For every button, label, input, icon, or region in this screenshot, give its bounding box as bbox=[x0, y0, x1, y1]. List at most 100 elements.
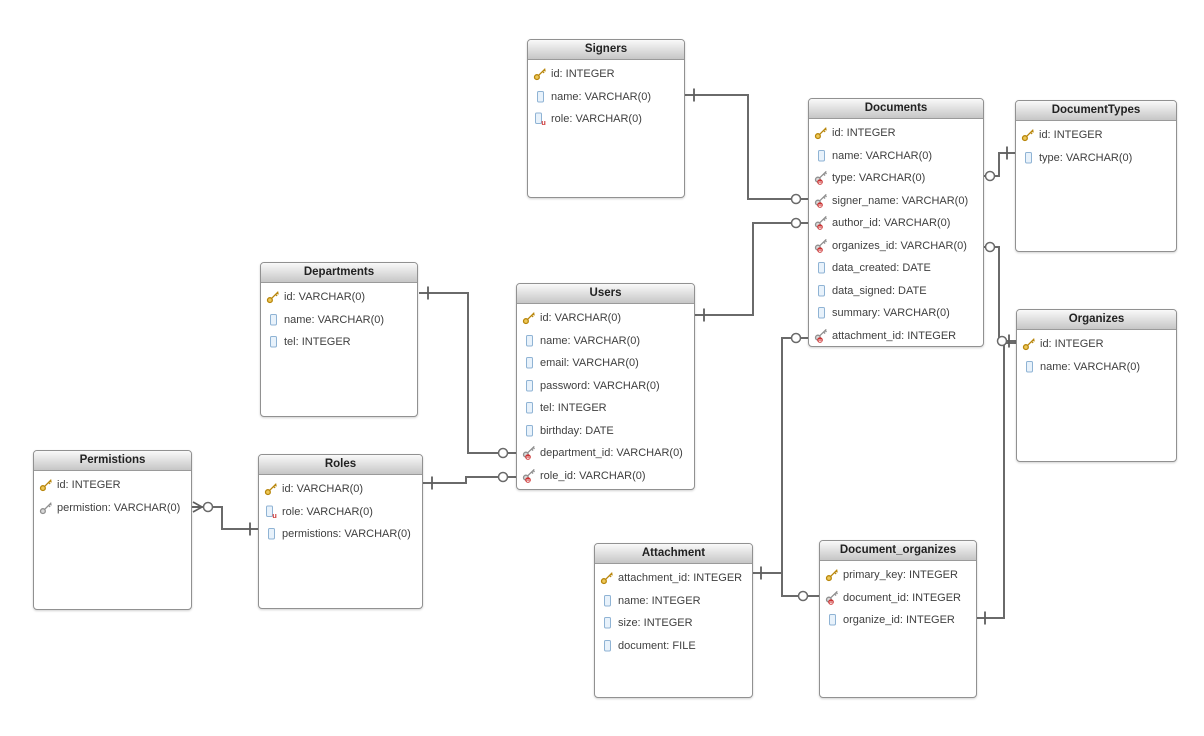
table-field-row[interactable]: email: VARCHAR(0) bbox=[517, 352, 694, 375]
field-label: password: VARCHAR(0) bbox=[540, 379, 660, 392]
primary-key-icon bbox=[533, 67, 547, 81]
cardinality-zero-icon bbox=[497, 447, 509, 459]
table-field-row[interactable]: id: VARCHAR(0) bbox=[261, 286, 417, 309]
field-label: document_id: INTEGER bbox=[843, 591, 961, 604]
table-header[interactable]: Departments bbox=[261, 263, 417, 283]
column-icon bbox=[825, 613, 839, 627]
table-header[interactable]: DocumentTypes bbox=[1016, 101, 1176, 121]
column-icon bbox=[814, 284, 828, 298]
relationship-line[interactable] bbox=[423, 476, 516, 484]
cardinality-zero-icon bbox=[984, 170, 996, 182]
table-field-row[interactable]: data_signed: DATE bbox=[809, 280, 983, 303]
field-label: id: INTEGER bbox=[551, 68, 615, 81]
table-field-row[interactable]: birthday: DATE bbox=[517, 420, 694, 443]
primary-key-icon bbox=[266, 290, 280, 304]
table-field-row[interactable]: attachment_id: INTEGER bbox=[595, 567, 752, 590]
cardinality-zero-icon bbox=[797, 590, 809, 602]
table-header[interactable]: Attachment bbox=[595, 544, 752, 564]
table-field-row[interactable]: document: FILE bbox=[595, 635, 752, 658]
table-field-row[interactable]: id: INTEGER bbox=[34, 474, 191, 497]
table-field-row[interactable]: permistions: VARCHAR(0) bbox=[259, 523, 422, 546]
table-header[interactable]: Roles bbox=[259, 455, 422, 475]
table-header[interactable]: Signers bbox=[528, 40, 684, 60]
table-field-row[interactable]: id: INTEGER bbox=[528, 63, 684, 86]
field-label: name: VARCHAR(0) bbox=[284, 313, 385, 326]
field-label: tel: INTEGER bbox=[284, 336, 351, 349]
unique-icon: u bbox=[264, 505, 278, 519]
table-field-row[interactable]: id: VARCHAR(0) bbox=[517, 307, 694, 330]
table-field-row[interactable]: name: VARCHAR(0) bbox=[517, 330, 694, 353]
relationship-line[interactable] bbox=[192, 506, 258, 530]
relationship-line[interactable] bbox=[685, 94, 808, 200]
column-icon bbox=[522, 424, 536, 438]
table-field-row[interactable]: id: INTEGER bbox=[809, 122, 983, 145]
table-field-row[interactable]: data_created: DATE bbox=[809, 257, 983, 280]
field-label: name: VARCHAR(0) bbox=[1040, 360, 1141, 373]
cardinality-zero-icon bbox=[996, 335, 1008, 347]
table-field-row[interactable]: tel: INTEGER bbox=[517, 397, 694, 420]
relationship-line[interactable] bbox=[977, 342, 1016, 619]
table-header[interactable]: Organizes bbox=[1017, 310, 1176, 330]
table-field-row[interactable]: size: INTEGER bbox=[595, 612, 752, 635]
table-field-row[interactable]: name: INTEGER bbox=[595, 590, 752, 613]
table-header[interactable]: Document_organizes bbox=[820, 541, 976, 561]
table-field-row[interactable]: organize_id: INTEGER bbox=[820, 609, 976, 632]
table-header[interactable]: Users bbox=[517, 284, 694, 304]
relationship-line[interactable] bbox=[984, 246, 1016, 342]
table-header[interactable]: Documents bbox=[809, 99, 983, 119]
table-field-row[interactable]: id: INTEGER bbox=[1017, 333, 1176, 356]
column-icon bbox=[814, 149, 828, 163]
table-field-row[interactable]: primary_key: INTEGER bbox=[820, 564, 976, 587]
field-label: type: VARCHAR(0) bbox=[832, 172, 926, 185]
table-fields: id: VARCHAR(0)name: VARCHAR(0)email: VAR… bbox=[517, 304, 694, 487]
table-field-row[interactable]: name: VARCHAR(0) bbox=[1017, 356, 1176, 379]
relationship-line[interactable] bbox=[695, 222, 808, 316]
relationship-line[interactable] bbox=[419, 292, 516, 454]
field-label: document: FILE bbox=[618, 639, 696, 652]
cardinality-zero-icon bbox=[497, 471, 509, 483]
svg-text:u: u bbox=[526, 478, 529, 483]
primary-key-icon bbox=[39, 478, 53, 492]
svg-text:u: u bbox=[818, 248, 821, 253]
table-field-row[interactable]: id: INTEGER bbox=[1016, 124, 1176, 147]
table-header[interactable]: Permistions bbox=[34, 451, 191, 471]
table-field-row[interactable]: permistion: VARCHAR(0) bbox=[34, 497, 191, 520]
foreign-key-icon: u bbox=[814, 216, 828, 230]
table-organizes[interactable]: Organizes id: INTEGER name: VARCHAR(0) bbox=[1016, 309, 1177, 462]
table-field-row[interactable]: id: VARCHAR(0) bbox=[259, 478, 422, 501]
cardinality-zero-icon bbox=[790, 193, 802, 205]
svg-text:u: u bbox=[541, 118, 546, 126]
table-field-row[interactable]: tel: INTEGER bbox=[261, 331, 417, 354]
table-field-row[interactable]: password: VARCHAR(0) bbox=[517, 375, 694, 398]
table-field-row[interactable]: name: VARCHAR(0) bbox=[809, 145, 983, 168]
svg-text:u: u bbox=[526, 455, 529, 460]
primary-key-icon bbox=[522, 311, 536, 325]
table-field-row[interactable]: name: VARCHAR(0) bbox=[528, 86, 684, 109]
table-field-row[interactable]: summary: VARCHAR(0) bbox=[809, 302, 983, 325]
table-departments[interactable]: Departments id: VARCHAR(0) name: VARCHAR(0… bbox=[260, 262, 418, 417]
table-field-row[interactable]: name: VARCHAR(0) bbox=[261, 309, 417, 332]
relationship-line[interactable] bbox=[753, 337, 808, 574]
table-field-row[interactable]: type: VARCHAR(0) bbox=[1016, 147, 1176, 170]
